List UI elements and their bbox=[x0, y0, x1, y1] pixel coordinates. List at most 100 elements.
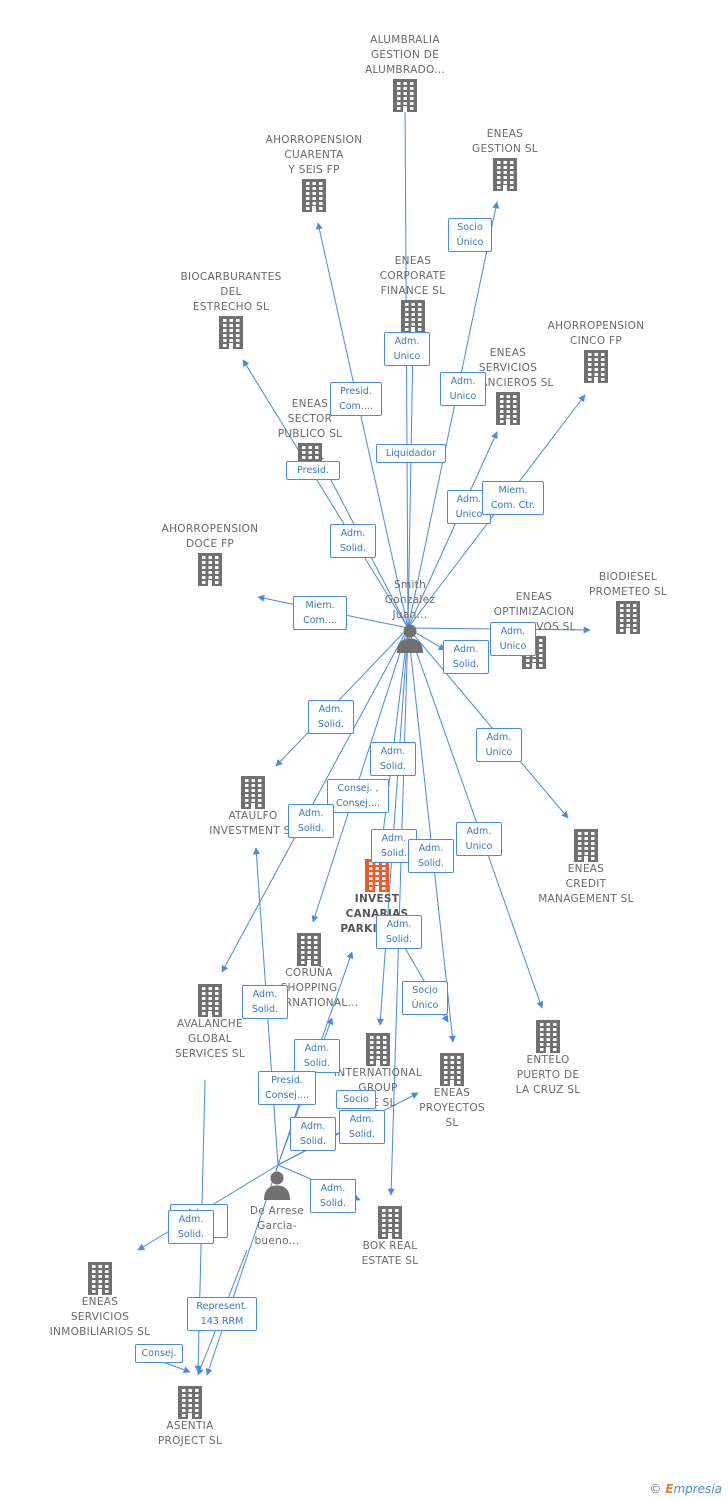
relation-label[interactable]: Adm.Solid. bbox=[330, 524, 376, 558]
relation-label[interactable]: Adm.Unico bbox=[490, 622, 536, 656]
relation-label[interactable]: Liquidador bbox=[376, 444, 446, 463]
relation-label[interactable]: Adm.Solid. bbox=[288, 804, 334, 838]
edge-12 bbox=[407, 627, 569, 819]
relation-label[interactable]: Adm.Unico bbox=[440, 372, 486, 406]
relation-label[interactable]: Presid.Com.... bbox=[330, 382, 382, 416]
edge-1 bbox=[315, 222, 409, 629]
building-icon bbox=[616, 601, 640, 634]
relation-label[interactable]: Adm.Unico bbox=[456, 822, 502, 856]
edge-28 bbox=[205, 1164, 279, 1376]
building-icon bbox=[88, 1262, 112, 1295]
edge-14 bbox=[311, 627, 409, 923]
relation-label[interactable]: Adm.Solid. bbox=[290, 1117, 336, 1151]
building-icon bbox=[241, 776, 265, 809]
relation-label[interactable]: Adm.Solid. bbox=[339, 1110, 385, 1144]
building-icon bbox=[536, 1020, 560, 1053]
building-icon bbox=[393, 79, 417, 112]
relation-label[interactable]: Adm.Solid. bbox=[308, 700, 354, 734]
relation-label[interactable]: Adm.Solid. bbox=[370, 742, 416, 776]
relation-label[interactable]: Adm.Unico bbox=[476, 728, 522, 762]
building-icon bbox=[178, 1386, 202, 1419]
edge-3 bbox=[242, 359, 409, 629]
relation-label[interactable]: Adm.Solid. bbox=[310, 1179, 356, 1213]
edge-2 bbox=[407, 201, 500, 629]
relation-label[interactable]: Adm.Solid. bbox=[443, 640, 489, 674]
edge-17 bbox=[407, 627, 456, 1043]
building-icon bbox=[496, 392, 520, 425]
copyright-symbol: © bbox=[649, 1482, 662, 1496]
building-icon bbox=[297, 933, 321, 966]
relation-label[interactable]: Consej. ,Consej.... bbox=[327, 779, 389, 813]
relation-label[interactable]: Adm.Solid. bbox=[408, 839, 454, 873]
relation-label[interactable]: Adm.Solid. bbox=[376, 915, 422, 949]
building-icon bbox=[198, 984, 222, 1017]
building-icon bbox=[574, 829, 598, 862]
edge-19 bbox=[387, 627, 409, 1196]
person-icon bbox=[397, 624, 423, 653]
relation-label[interactable]: Adm.Solid. bbox=[168, 1210, 214, 1244]
edge-11 bbox=[275, 627, 409, 767]
building-icon bbox=[366, 1033, 390, 1066]
building-icon bbox=[493, 158, 517, 191]
brand-e: E bbox=[665, 1482, 674, 1496]
relation-label[interactable]: Presid. bbox=[286, 461, 340, 480]
empresia-brand: © Empresia bbox=[649, 1482, 722, 1496]
edge-4 bbox=[407, 341, 417, 629]
person-icon bbox=[264, 1171, 290, 1200]
relation-label[interactable]: Adm.Unico bbox=[384, 332, 430, 366]
relation-label[interactable]: Presid.Consej.... bbox=[258, 1071, 316, 1105]
edge-6 bbox=[407, 431, 498, 629]
relation-label[interactable]: Miem.Com. Ctr. bbox=[482, 481, 544, 515]
building-icon bbox=[198, 553, 222, 586]
relation-label[interactable]: Adm.Solid. bbox=[294, 1039, 340, 1073]
edge-18 bbox=[407, 627, 544, 1009]
relation-label[interactable]: Miem.Com.... bbox=[293, 596, 347, 630]
edge-16 bbox=[376, 627, 409, 1026]
relation-label[interactable]: Adm.Solid. bbox=[242, 985, 288, 1019]
relation-label[interactable]: Consej. bbox=[135, 1344, 183, 1363]
building-icon bbox=[584, 350, 608, 383]
relation-label[interactable]: Socio bbox=[336, 1090, 376, 1109]
building-icon bbox=[378, 1206, 402, 1239]
building-icon bbox=[365, 859, 389, 892]
brand-name: mpresia bbox=[673, 1482, 722, 1496]
relation-label[interactable]: Represent.143 RRM bbox=[187, 1297, 257, 1331]
